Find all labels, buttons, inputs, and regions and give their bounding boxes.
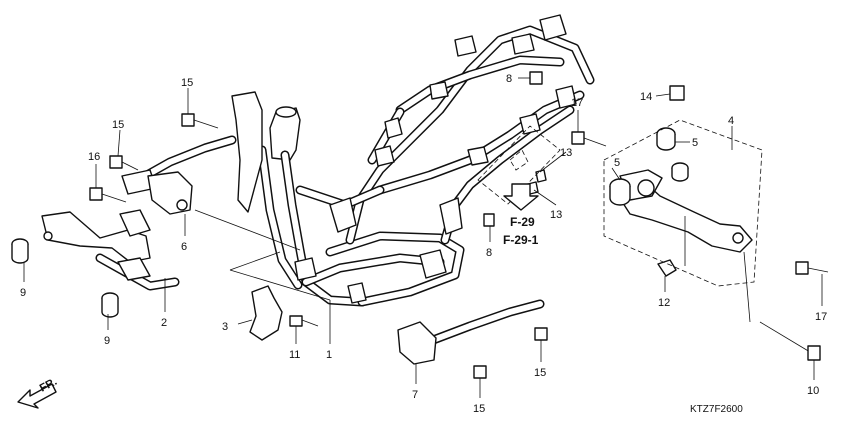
engine-hanger-link (41, 209, 180, 291)
bolt-15-lower (473, 365, 487, 379)
bolt-17-right (795, 261, 829, 275)
callout-5-upper: 5 (692, 137, 698, 149)
floor-stay (397, 299, 545, 365)
callout-9-center: 9 (104, 335, 110, 347)
reference-f29-1: F-29-1 (503, 233, 539, 247)
rubber-bushing-lower (101, 292, 119, 318)
bolt-15-mid (534, 327, 548, 341)
callout-12: 12 (658, 297, 670, 309)
rubber-bushing-upper (11, 238, 29, 264)
rubber-cap-upper (656, 127, 676, 151)
bolt-11 (289, 315, 319, 327)
callout-15-middle: 15 (534, 367, 546, 379)
nut-12 (657, 259, 677, 277)
bolt-15-upper (181, 113, 219, 129)
callout-5-lower: 5 (614, 157, 620, 169)
callout-16: 16 (88, 151, 100, 163)
bolt-17-upper (571, 131, 607, 147)
callout-3: 3 (222, 321, 228, 333)
callout-13-lower: 13 (550, 209, 562, 221)
callout-14: 14 (640, 91, 652, 103)
callout-15-top: 15 (181, 77, 193, 89)
small-bracket (249, 285, 283, 341)
reference-f29: F-29 (510, 215, 535, 229)
callout-10: 10 (807, 385, 819, 397)
long-bolt-10 (759, 321, 821, 361)
callout-17-right: 17 (815, 311, 827, 323)
detail-box-reference (477, 125, 561, 211)
frame-body (231, 14, 595, 307)
callout-8-lower: 8 (486, 247, 492, 259)
callout-17-upper: 17 (571, 97, 583, 109)
callout-15-left: 15 (112, 119, 124, 131)
front-direction-arrow-icon (17, 383, 57, 409)
callout-11: 11 (289, 349, 300, 361)
stand-bracket-assembly (611, 162, 753, 253)
callout-2: 2 (161, 317, 167, 329)
callout-7: 7 (412, 389, 418, 401)
callout-15-bottom: 15 (473, 403, 485, 415)
detail-box-stand (603, 119, 763, 287)
nut-8-upper (529, 71, 543, 85)
nut-8-lower (483, 213, 495, 227)
callout-1: 1 (326, 349, 332, 361)
rubber-cap-lower (609, 178, 631, 206)
engine-hanger-bracket (147, 171, 193, 215)
callout-leaders (23, 77, 823, 398)
callout-9-left: 9 (20, 287, 26, 299)
bolt-15-left (109, 155, 139, 171)
bolt-14 (669, 85, 685, 101)
front-stay-bracket (121, 135, 237, 195)
diagram-code: KTZ7F2600 (690, 404, 743, 415)
callout-8-upper: 8 (506, 73, 512, 85)
callout-4: 4 (728, 115, 734, 127)
callout-6: 6 (181, 241, 187, 253)
bolt-16 (89, 187, 127, 203)
callout-13-upper: 13 (560, 147, 572, 159)
leader-frame-lines (194, 209, 331, 301)
